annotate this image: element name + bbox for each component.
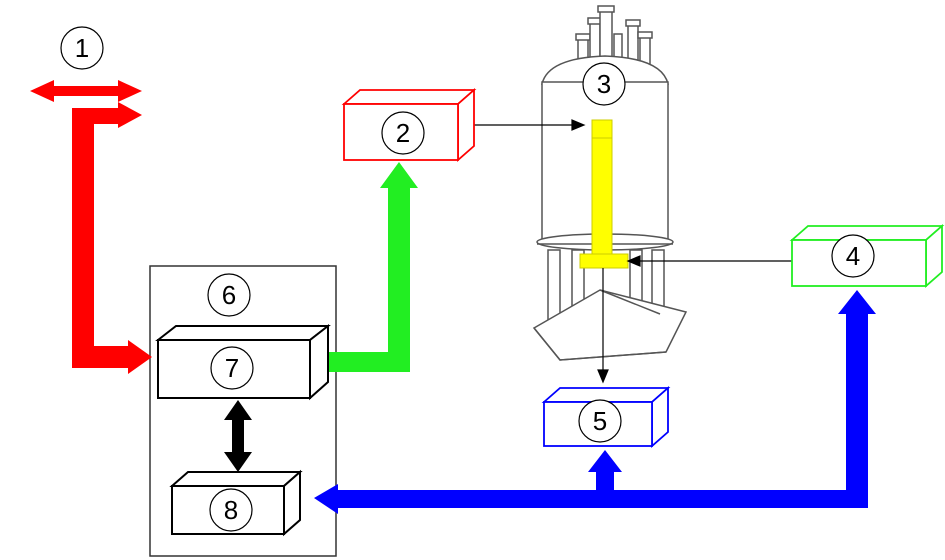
svg-text:3: 3	[597, 69, 611, 99]
signal-lines	[474, 119, 792, 384]
black-double-arrow	[224, 400, 252, 472]
label-1: 1	[60, 26, 104, 70]
svg-text:7: 7	[225, 353, 239, 383]
label-8: 8	[209, 488, 253, 532]
svg-text:5: 5	[593, 406, 607, 436]
svg-text:6: 6	[222, 280, 236, 310]
label-4: 4	[831, 234, 875, 278]
probe-base	[579, 253, 629, 269]
svg-text:8: 8	[224, 495, 238, 525]
svg-text:2: 2	[396, 118, 410, 148]
green-arrow	[318, 162, 418, 372]
red-double-arrow	[30, 80, 142, 102]
label-5: 5	[578, 399, 622, 443]
svg-text:1: 1	[75, 33, 89, 63]
red-arrows	[30, 80, 152, 374]
blue-main-arrow	[314, 290, 876, 514]
label-3: 3	[582, 62, 626, 106]
label-6: 6	[207, 273, 251, 317]
blue-arrows	[314, 290, 876, 514]
svg-text:4: 4	[846, 241, 860, 271]
sample-probe	[591, 119, 613, 139]
probe-shaft	[591, 137, 613, 257]
console-frame	[149, 265, 337, 557]
label-2: 2	[381, 111, 425, 155]
blue-branch-arrow	[588, 450, 622, 490]
magnet-cryostat	[532, 5, 688, 361]
label-7: 7	[210, 346, 254, 390]
